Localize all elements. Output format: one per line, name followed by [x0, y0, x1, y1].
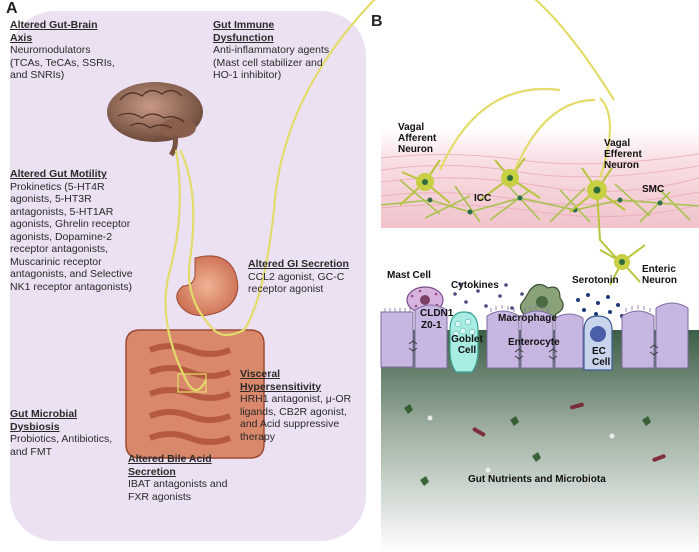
vagal-afferent-label: Vagal Afferent Neuron	[398, 122, 437, 155]
serotonin-label: Serotonin	[572, 275, 619, 286]
gut-brain-axis-heading: Altered Gut-Brain Axis	[10, 19, 98, 44]
zo1-label: Z0-1	[421, 320, 442, 331]
cytokines-label: Cytokines	[451, 280, 499, 291]
cldn1-label: CLDN1	[420, 308, 454, 319]
icc-label: ICC	[474, 193, 492, 204]
stomach-illustration	[176, 255, 239, 317]
gut-brain-axis-box: Altered Gut-Brain Axis Neuromodulators (…	[10, 19, 122, 82]
intestine-illustration	[125, 329, 265, 459]
immune-body: Anti-inflammatory agents (Mast cell stab…	[213, 44, 330, 81]
nutrients-label: Gut Nutrients and Microbiota	[468, 474, 606, 485]
microvilli	[384, 305, 651, 312]
microbial-box: Gut Microbial Dysbiosis Probiotics, Anti…	[10, 408, 114, 458]
macrophage-label: Macrophage	[498, 313, 557, 324]
immune-box: Gut Immune Dysfunction Anti-inflammatory…	[213, 19, 333, 82]
secretion-heading: Altered GI Secretion	[248, 258, 349, 270]
motility-heading: Altered Gut Motility	[10, 168, 107, 180]
visceral-body: HRH1 antagonist, μ-OR ligands, CB2R agon…	[240, 393, 352, 443]
vagal-afferent-neuron	[399, 159, 451, 206]
gut-brain-axis-body: Neuromodulators (TCAs, TeCAs, SSRIs, and…	[10, 44, 115, 81]
goblet-cell-label: Goblet Cell	[451, 334, 483, 356]
bile-heading: Altered Bile Acid Secretion	[128, 453, 212, 478]
microbial-heading: Gut Microbial Dysbiosis	[10, 408, 78, 433]
enteric-neuron	[599, 244, 646, 286]
epithelium-cells	[380, 302, 689, 369]
secretion-body: CCL2 agonist, GC-C receptor agonist	[248, 270, 345, 296]
icc-nodes	[427, 195, 663, 215]
visceral-heading: Visceral Hypersensitivity	[240, 368, 322, 393]
motility-body: Prokinetics (5-HT4R agonists, 5-HT3R ant…	[10, 180, 133, 293]
ec-cell-label: EC Cell	[592, 346, 611, 368]
microbial-body: Probiotics, Antibiotics, and FMT	[10, 433, 113, 458]
bile-box: Altered Bile Acid Secretion IBAT antagon…	[128, 453, 240, 503]
microbes	[404, 402, 666, 486]
immune-heading: Gut Immune Dysfunction	[213, 19, 275, 44]
panel-a-label: A	[6, 0, 18, 17]
ec-cell	[583, 315, 613, 371]
vagal-efferent-label: Vagal Efferent Neuron	[604, 138, 642, 171]
vagal-efferent-neuron	[569, 167, 626, 263]
middle-neuron	[479, 157, 541, 201]
enteric-neuron-label: Enteric Neuron	[642, 264, 677, 286]
tight-junctions	[408, 340, 659, 360]
visceral-box: Visceral Hypersensitivity HRH1 antagonis…	[240, 368, 354, 443]
secretion-box: Altered GI Secretion CCL2 agonist, GC-C …	[248, 258, 358, 296]
smc-label: SMC	[642, 184, 665, 195]
goblet-cell	[449, 311, 479, 373]
panel-b-label: B	[371, 13, 383, 30]
enterocyte-label: Enterocyte	[508, 337, 560, 348]
mast-cell-label: Mast Cell	[387, 270, 431, 281]
vagus-nerve-fibres	[164, 0, 615, 392]
brain-illustration	[107, 82, 203, 157]
motility-box: Altered Gut Motility Prokinetics (5-HT4R…	[10, 168, 142, 293]
bile-body: IBAT antagonists and FXR agonists	[128, 478, 228, 503]
